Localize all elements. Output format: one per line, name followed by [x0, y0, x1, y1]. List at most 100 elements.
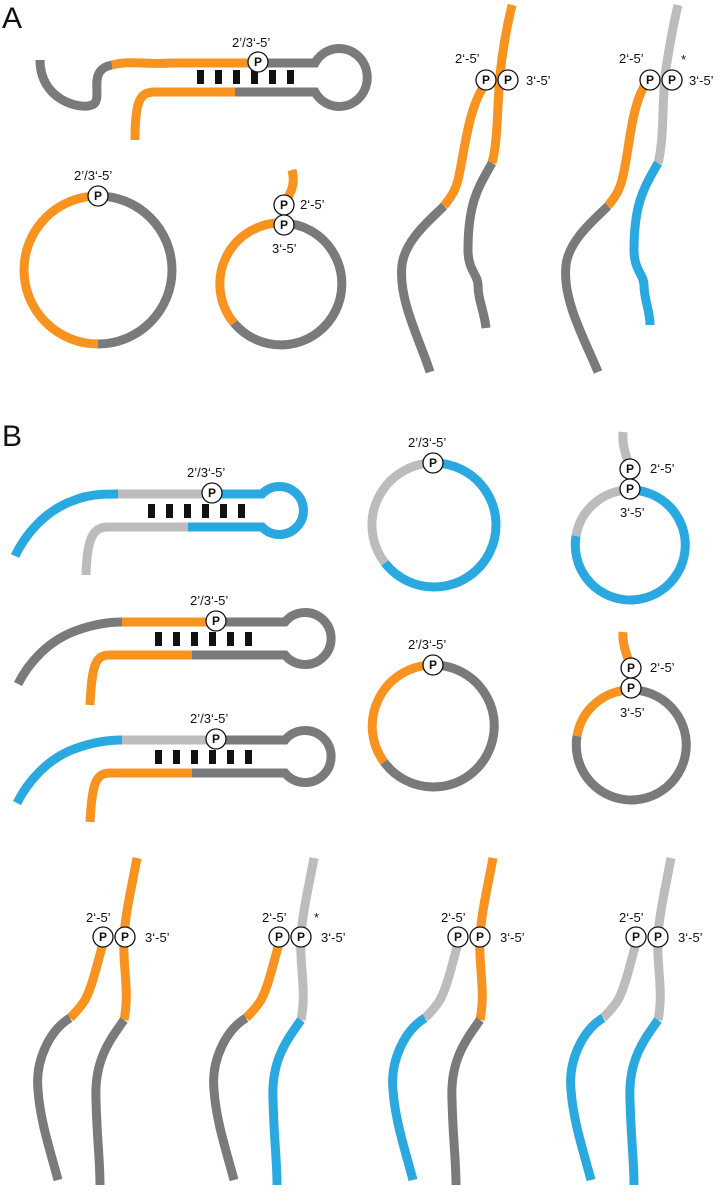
phosphate-label: P: [627, 661, 635, 675]
circle-b-3: 2’/3‘-5’ P: [367, 637, 499, 792]
base-pair: [166, 504, 173, 518]
asterisk-mark: *: [681, 52, 686, 67]
phosphate-circle: [87, 185, 109, 207]
phosphate-label: P: [208, 486, 216, 500]
linkage-label: 2’/3‘-5’: [187, 465, 225, 480]
phosphate-circle: [247, 51, 269, 73]
linkage-label: 2‘-5’: [650, 660, 675, 675]
strand-gray-arc: [230, 218, 347, 350]
phosphate-label: P: [254, 55, 262, 69]
linkage-label: 2‘-5’: [619, 51, 644, 66]
phosphate-circle: [114, 926, 136, 948]
strand-orange-bottom: [85, 650, 192, 706]
phosphate-label: P: [94, 189, 102, 203]
base-pair: [227, 750, 234, 764]
base-pair: [202, 504, 209, 518]
strand-orange: [440, 77, 492, 209]
strand-gray: [447, 1017, 484, 1186]
base-pair: [173, 750, 180, 764]
linkage-label: 3‘-5’: [620, 705, 645, 720]
strand-gray-tail: [35, 59, 114, 111]
strand-orange-bottom: [85, 768, 192, 823]
linkage-label: 3‘-5’: [689, 73, 714, 88]
phosphate-label: P: [646, 73, 654, 87]
strand-blue-tail: [10, 489, 119, 559]
linkage-label: 2‘-5’: [650, 461, 675, 476]
strand-blue: [388, 1014, 428, 1182]
junction-b-3: 2‘-5’ P P 3‘-5’: [388, 857, 525, 1186]
strand-orange: [604, 77, 652, 209]
phosphate-circle: [497, 69, 519, 91]
strand-gray: [209, 1014, 249, 1182]
linkage-label: 2’/3‘-5’: [408, 637, 446, 652]
phosphate-label: P: [504, 73, 512, 87]
base-pair: [227, 632, 234, 646]
phosphate-label: P: [626, 482, 634, 496]
phosphate-circle: [273, 214, 295, 236]
strand-light-gray: [421, 938, 464, 1022]
phosphate-label: P: [627, 681, 635, 695]
phosphate-label: P: [454, 930, 462, 944]
base-pair: [245, 632, 252, 646]
phosphate-circle: [647, 926, 669, 948]
strand-gray-arc: [571, 685, 691, 805]
strand-blue: [629, 160, 662, 326]
strand-gray: [463, 160, 496, 329]
strand-light-gray: [599, 938, 642, 1022]
strand-blue: [566, 1014, 606, 1182]
base-pair-rungs: [148, 504, 245, 518]
base-pair: [287, 70, 294, 84]
phosphate-label: P: [280, 198, 288, 212]
strand-gray-loop: [192, 608, 336, 669]
linkage-label: 2‘-5’: [86, 910, 111, 925]
strand-gray: [397, 202, 448, 374]
phosphate-label: P: [632, 930, 640, 944]
phosphate-circle: [290, 926, 312, 948]
linkage-label: 2’/3‘-5’: [74, 168, 112, 183]
phosphate-label: P: [482, 73, 490, 87]
base-pair: [155, 632, 162, 646]
base-pair: [220, 504, 227, 518]
strand-orange-top: [110, 58, 258, 70]
asterisk-mark: *: [314, 910, 319, 925]
base-pair: [245, 750, 252, 764]
phosphate-circle: [422, 654, 444, 676]
circle-b-4: P P 2‘-5’ 3‘-5’: [571, 631, 691, 805]
phosphate-circle: [620, 677, 642, 699]
phosphate-circle: [639, 69, 661, 91]
strand-gray-tail: [13, 617, 123, 687]
linkage-label: 3‘-5’: [500, 930, 525, 945]
strand-orange-arc: [367, 660, 434, 765]
junction-a-2: 2‘-5’ * P P 3‘-5’: [561, 3, 714, 374]
strand-light-gray-arc: [367, 458, 434, 566]
phosphate-circle: [205, 610, 227, 632]
phosphate-label: P: [212, 732, 220, 746]
linkage-label: 3‘-5’: [321, 930, 346, 945]
base-pair: [191, 632, 198, 646]
base-pair-rungs: [197, 70, 294, 84]
strand-gray-loop: [192, 726, 336, 787]
hairpin-a: 2’/3‘-5’ P: [35, 35, 372, 141]
phosphate-circle: [447, 926, 469, 948]
strand-light-gray-bottom: [81, 522, 188, 576]
linkage-label: 3‘-5’: [145, 930, 170, 945]
linkage-label: 2’/3‘-5’: [232, 35, 270, 50]
base-pair: [215, 70, 222, 84]
linkage-label: 2‘-5’: [455, 51, 480, 66]
strand-blue-tail: [12, 735, 123, 806]
circle-b-2: P P 2‘-5’ 3‘-5’: [570, 431, 690, 605]
phosphate-label: P: [429, 456, 437, 470]
phosphate-circle: [205, 728, 227, 750]
base-pair: [197, 70, 204, 84]
phosphate-circle: [469, 926, 491, 948]
linkage-label: 2‘-5’: [619, 910, 644, 925]
base-pair: [184, 504, 191, 518]
strand-gray: [91, 1017, 128, 1186]
junction-b-1: 2‘-5’ P P 3‘-5’: [33, 857, 170, 1186]
base-pair: [191, 750, 198, 764]
strand-blue: [268, 1017, 305, 1186]
base-pair-rungs: [155, 632, 252, 646]
base-pair: [269, 70, 276, 84]
phosphate-label: P: [476, 930, 484, 944]
